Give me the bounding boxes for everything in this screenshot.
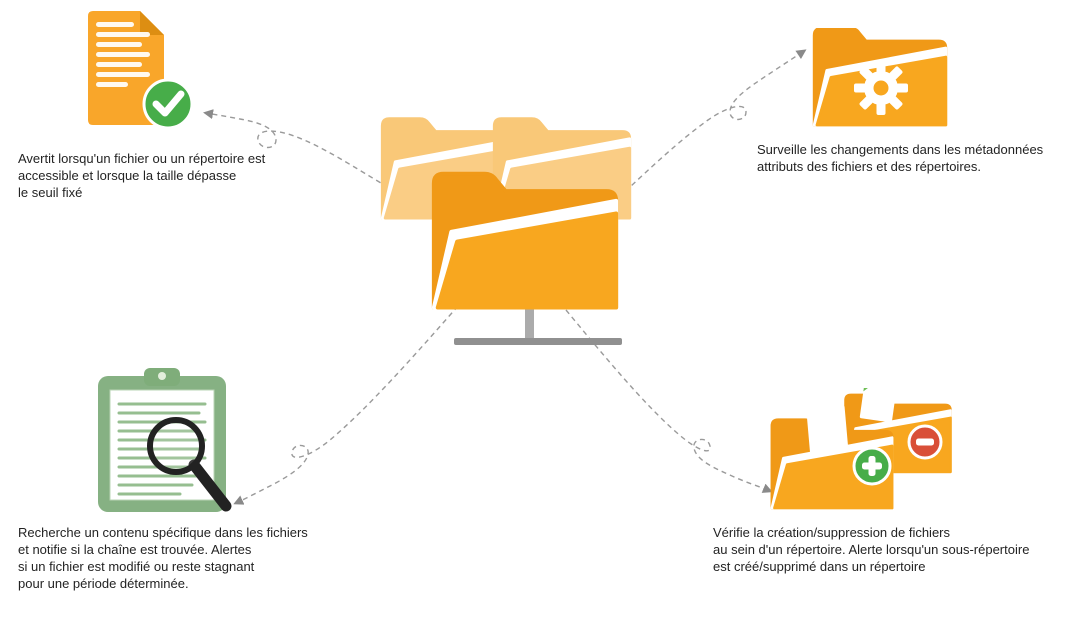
stand-post — [525, 304, 534, 340]
clipboard-clip — [144, 368, 180, 386]
feature-text-bottom-right: Vérifie la création/suppression de fichi… — [713, 525, 1030, 574]
folder-main — [431, 171, 619, 310]
plus-icon — [852, 446, 892, 486]
feature-text-top-right: Surveille les changements dans les métad… — [757, 142, 1044, 174]
gear-icon — [854, 61, 908, 115]
check-icon — [142, 78, 194, 130]
minus-icon — [907, 424, 943, 460]
feature-text-bottom-left: Recherche un contenu spécifique dans les… — [18, 525, 308, 591]
feature-text-top-left: Avertit lorsqu'un fichier ou un répertoi… — [18, 151, 266, 200]
document-check-icon — [88, 11, 194, 130]
connector-top-right — [611, 49, 807, 205]
stand-base — [454, 338, 622, 345]
magnifier-icon — [147, 417, 232, 512]
document-lines — [96, 22, 150, 87]
network-folders-icon — [380, 117, 632, 345]
clipboard-search-icon — [98, 368, 232, 512]
folder-gear-icon — [812, 28, 948, 127]
clipboard-paper — [109, 389, 215, 501]
document-fold — [140, 11, 164, 35]
folder-add — [770, 405, 894, 510]
folders-add-remove-icon — [770, 388, 952, 510]
